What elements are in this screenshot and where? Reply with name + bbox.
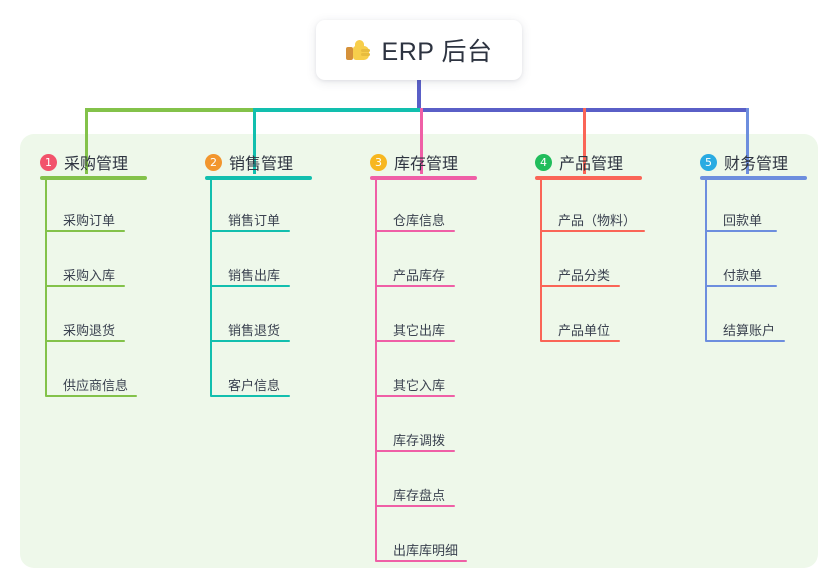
branch-item-label: 销售退货 (228, 323, 281, 338)
branch-item-rule (540, 285, 620, 287)
branch-drop-2 (253, 108, 256, 174)
background-panel (20, 134, 818, 568)
branch-item-label: 销售出库 (228, 268, 281, 283)
branch-title: 销售管理 (229, 156, 294, 173)
branch-title: 产品管理 (559, 156, 624, 173)
branch-item-rule (705, 230, 777, 232)
branch-item-rule (375, 340, 455, 342)
branch-item-rule (375, 560, 467, 562)
thumbs-up-icon (345, 38, 372, 62)
branch-header-5[interactable]: 5 财务管理 (700, 150, 788, 174)
branch-number-badge: 1 (40, 153, 57, 171)
branch-header-4[interactable]: 4 产品管理 (535, 150, 623, 174)
branch-item-rule (705, 340, 785, 342)
branch-item-label: 采购订单 (63, 213, 116, 228)
branch-header-rule (205, 176, 312, 180)
branch-drop-3 (420, 108, 423, 174)
branch-item-label: 产品（物料） (558, 213, 637, 228)
branch-item-rule (45, 230, 125, 232)
branch-number-badge: 5 (700, 153, 717, 171)
branch-item-rule (45, 340, 125, 342)
root-node-label: ERP 后台 (381, 38, 493, 66)
branch-item-label: 仓库信息 (393, 213, 446, 228)
root-node[interactable]: ERP 后台 (316, 20, 522, 80)
branch-item-label: 结算账户 (723, 323, 776, 338)
branch-header-rule (535, 176, 642, 180)
branch-item-label: 客户信息 (228, 378, 281, 393)
branch-item-label: 供应商信息 (63, 378, 129, 393)
branch-spine (210, 180, 212, 396)
branch-item-label: 产品库存 (393, 268, 446, 283)
branch-item-rule (210, 230, 290, 232)
branch-title: 采购管理 (64, 156, 129, 173)
bus-teal (253, 108, 420, 112)
branch-item-rule (540, 340, 620, 342)
branch-header-3[interactable]: 3 库存管理 (370, 150, 458, 174)
branch-item-rule (375, 505, 455, 507)
branch-item-rule (45, 285, 125, 287)
branch-number-badge: 3 (370, 153, 387, 171)
branch-item-label: 付款单 (723, 268, 763, 283)
branch-item-label: 库存盘点 (393, 488, 446, 503)
branch-item-rule (540, 230, 645, 232)
branch-item-rule (375, 395, 455, 397)
branch-spine (45, 180, 47, 396)
branch-header-rule (700, 176, 807, 180)
bus-green (85, 108, 253, 112)
branch-drop-5 (746, 108, 749, 174)
branch-item-label: 采购入库 (63, 268, 116, 283)
branch-number-badge: 4 (535, 153, 552, 171)
branch-title: 库存管理 (394, 156, 459, 173)
branch-number-badge: 2 (205, 153, 222, 171)
branch-title: 财务管理 (724, 156, 789, 173)
branch-item-label: 采购退货 (63, 323, 116, 338)
branch-item-label: 产品单位 (558, 323, 611, 338)
branch-item-label: 销售订单 (228, 213, 281, 228)
branch-item-label: 其它入库 (393, 378, 446, 393)
branch-item-rule (210, 285, 290, 287)
branch-header-1[interactable]: 1 采购管理 (40, 150, 128, 174)
branch-item-rule (210, 340, 290, 342)
branch-drop-4 (583, 108, 586, 174)
branch-item-label: 产品分类 (558, 268, 611, 283)
branch-item-rule (375, 285, 455, 287)
branch-header-2[interactable]: 2 销售管理 (205, 150, 293, 174)
root-stem-connector (417, 80, 421, 108)
branch-item-rule (705, 285, 777, 287)
branch-item-label: 其它出库 (393, 323, 446, 338)
branch-item-label: 库存调拨 (393, 433, 446, 448)
branch-spine (540, 180, 542, 341)
branch-item-rule (45, 395, 137, 397)
branch-item-rule (375, 450, 455, 452)
branch-item-rule (210, 395, 290, 397)
branch-item-rule (375, 230, 455, 232)
branch-spine (705, 180, 707, 341)
branch-drop-1 (85, 108, 88, 174)
branch-item-label: 出库库明细 (393, 543, 459, 558)
branch-item-label: 回款单 (723, 213, 763, 228)
branch-header-rule (40, 176, 147, 180)
branch-header-rule (370, 176, 477, 180)
branch-spine (375, 180, 377, 561)
